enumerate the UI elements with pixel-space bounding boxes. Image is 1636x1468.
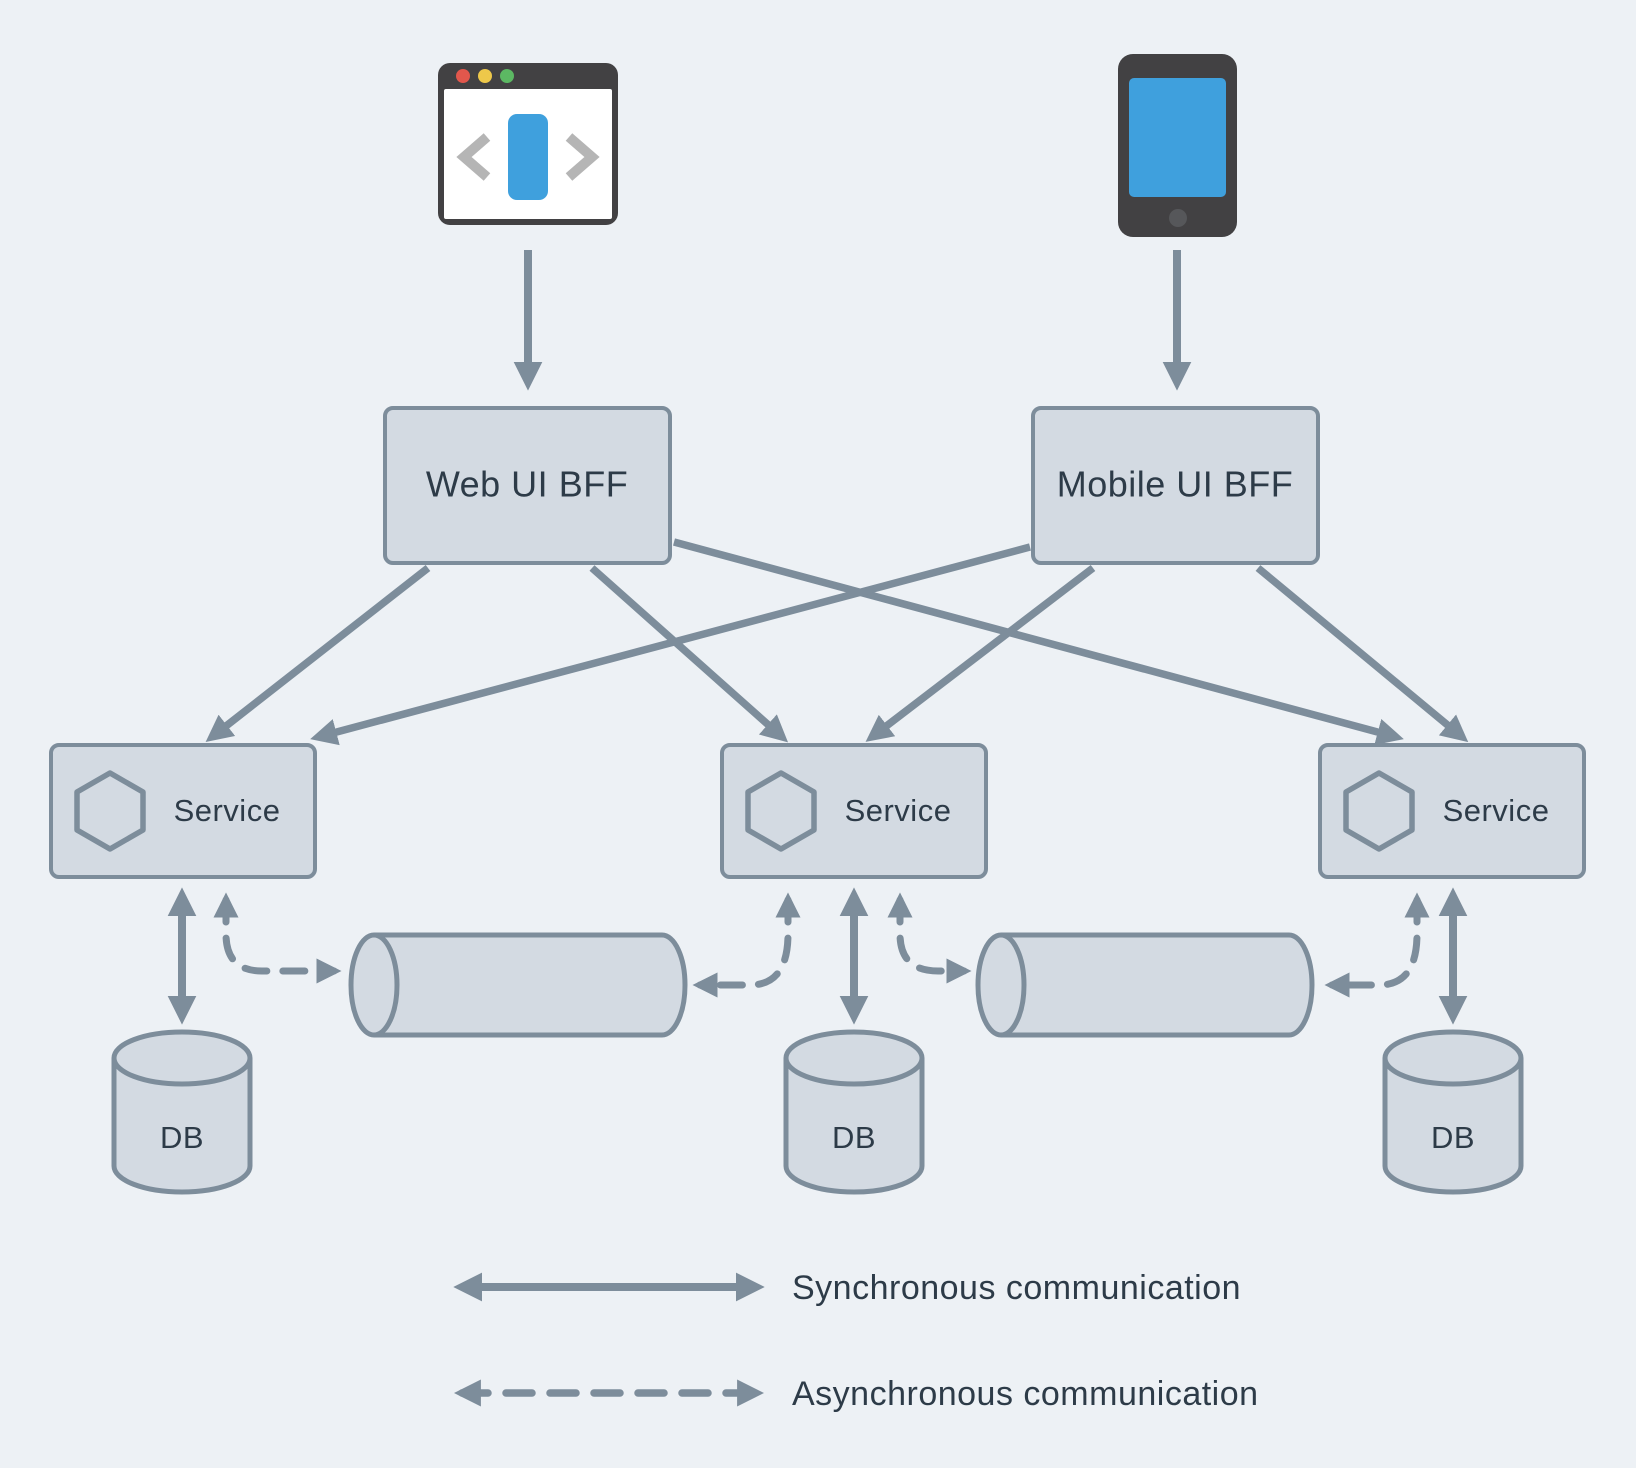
node-service-1: Service [49,743,317,879]
hexagon-icon [1343,770,1415,852]
node-web-ui-bff: Web UI BFF [383,406,672,565]
edge-service-2-to-queue-1 [692,892,801,998]
queue-2-cap [975,932,1027,1038]
web-ui-bff-label: Web UI BFF [426,464,628,505]
browser-content-block [508,114,548,200]
db-2-cap [783,1029,925,1087]
legend-async-label: Asynchronous communication [792,1375,1259,1413]
edge-mobile-bff-to-service-2 [865,565,1096,742]
db-3-label: DB [1431,1120,1475,1155]
queue-1-body [374,932,688,1038]
chevron-left-icon [456,133,491,181]
web-ui-bff-box [383,406,672,565]
hexagon-icon [745,770,817,852]
legend-sync-label: Synchronous communication [792,1269,1241,1307]
service-1-label: Service [174,793,281,828]
legend: Synchronous communication Asynchronous c… [453,1269,1259,1413]
edge-service-2-to-queue-2 [887,892,972,984]
service-db-edges [167,887,1468,1025]
hexagon-icon [74,770,146,852]
db-3-body [1382,1058,1524,1195]
node-db-1: DB [111,1029,253,1195]
node-queue-1 [348,932,688,1038]
edge-service-1-to-queue-1 [213,892,342,984]
service-2-label: Service [845,793,952,828]
node-db-3: DB [1382,1029,1524,1195]
mobile-ui-bff-label: Mobile UI BFF [1057,464,1294,505]
edge-service-3-to-queue-2 [1324,892,1430,998]
smartphone-icon [1118,54,1237,237]
node-service-2: Service [720,743,988,879]
db-2-label: DB [832,1120,876,1155]
async-edges [213,892,1430,998]
edge-mobile-bff-to-service-3 [1255,565,1469,743]
db-1-label: DB [160,1120,204,1155]
node-db-2: DB [783,1029,925,1195]
bff-to-service-edges [205,538,1469,746]
browser-window-icon [438,63,618,225]
node-queue-2 [975,932,1315,1038]
chevron-right-icon [565,133,600,181]
edge-web-bff-to-service-3 [673,538,1404,746]
phone-home-button [1169,209,1187,227]
edge-web-bff-to-service-2 [589,565,789,743]
db-3-cap [1382,1029,1524,1087]
node-mobile-ui-bff: Mobile UI BFF [1031,406,1320,565]
db-1-body [111,1058,253,1195]
traffic-light-yellow-icon [478,69,492,83]
traffic-light-green-icon [500,69,514,83]
queue-1-cap [348,932,400,1038]
traffic-light-red-icon [456,69,470,83]
mobile-ui-bff-box [1031,406,1320,565]
edge-mobile-bff-to-service-1 [310,543,1031,746]
db-2-body [783,1058,925,1195]
db-1-cap [111,1029,253,1087]
phone-screen [1129,78,1226,197]
service-3-label: Service [1443,793,1550,828]
queue-2-body [1001,932,1315,1038]
edge-web-bff-to-service-1 [205,565,431,742]
node-service-3: Service [1318,743,1586,879]
